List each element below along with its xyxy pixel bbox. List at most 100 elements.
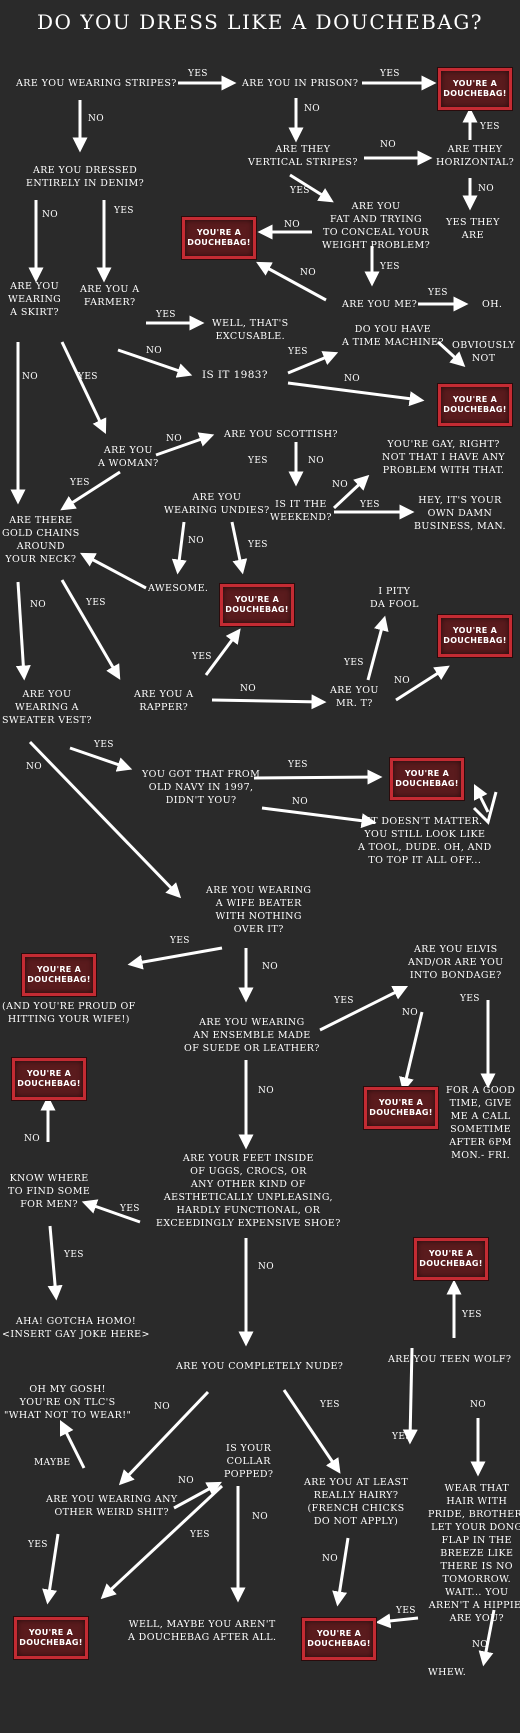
edge-label-no: NO bbox=[166, 434, 183, 444]
edge-label-no: NO bbox=[26, 762, 43, 772]
edge-label-no: NO bbox=[24, 1134, 41, 1144]
edge-label-yes: YES bbox=[428, 288, 448, 298]
douchebag-badge: YOU'RE A DOUCHEBAG! bbox=[414, 1238, 488, 1280]
edge-label-yes: YES bbox=[70, 478, 90, 488]
edge-label-yes: YES bbox=[392, 1432, 412, 1442]
edge-label-yes: YES bbox=[360, 500, 380, 510]
node-pride: WEAR THAT HAIR WITH PRIDE, BROTHER. LET … bbox=[428, 1483, 520, 1624]
edge-label-no: NO bbox=[30, 600, 47, 610]
node-uggs: ARE YOUR FEET INSIDE OF UGGS, CROCS, OR … bbox=[156, 1153, 341, 1229]
node-is-it-1983: IS IT 1983? bbox=[202, 369, 268, 381]
node-horizontal: ARE THEY HORIZONTAL? bbox=[436, 144, 515, 168]
edge-label-yes: YES bbox=[344, 658, 364, 668]
page-title: DO YOU DRESS LIKE A DOUCHEBAG? bbox=[36, 10, 484, 34]
edge-label-yes: YES bbox=[64, 1250, 84, 1260]
node-awesome: AWESOME. bbox=[148, 583, 209, 594]
edge-label-no: NO bbox=[284, 220, 301, 230]
edge-label-no: NO bbox=[146, 346, 163, 356]
node-wife-beater: ARE YOU WEARING A WIFE BEATER WITH NOTHI… bbox=[206, 885, 312, 935]
edge-label-no: NO bbox=[402, 1008, 419, 1018]
node-good-time: FOR A GOOD TIME, GIVE ME A CALL SOMETIME… bbox=[446, 1085, 516, 1161]
edge-label-yes: YES bbox=[380, 262, 400, 272]
node-old-navy: YOU GOT THAT FROM OLD NAVY IN 1997, DIDN… bbox=[142, 769, 261, 806]
edge-label-no: NO bbox=[472, 1640, 489, 1650]
edge-label-yes: YES bbox=[28, 1540, 48, 1550]
douchebag-badge: YOU'RE A DOUCHEBAG! bbox=[364, 1087, 438, 1129]
edge-label-yes: YES bbox=[320, 1400, 340, 1410]
edge-label-no: NO bbox=[332, 480, 349, 490]
edge-label-no: NO bbox=[292, 797, 309, 807]
node-you-me: ARE YOU ME? bbox=[342, 299, 418, 310]
node-scottish: ARE YOU SCOTTISH? bbox=[224, 429, 338, 440]
node-gold-chains: ARE THERE GOLD CHAINS AROUND YOUR NECK? bbox=[2, 515, 80, 565]
edge-label-yes: YES bbox=[94, 740, 114, 750]
edge-label-yes: YES bbox=[460, 994, 480, 1004]
edge-label-no: NO bbox=[258, 1086, 275, 1096]
node-doesnt-matter: IT DOESN'T MATTER. YOU STILL LOOK LIKE A… bbox=[358, 816, 492, 866]
node-time-machine: DO YOU HAVE A TIME MACHINE? bbox=[342, 324, 444, 348]
edge-label-yes: YES bbox=[380, 69, 400, 79]
edge-label-yes: YES bbox=[480, 122, 500, 132]
node-rapper: ARE YOU A RAPPER? bbox=[134, 689, 194, 713]
edge-label-yes: YES bbox=[248, 456, 268, 466]
node-woman: ARE YOU A WOMAN? bbox=[98, 445, 159, 469]
edge-label-no: NO bbox=[322, 1554, 339, 1564]
node-nude: ARE YOU COMPLETELY NUDE? bbox=[176, 1361, 344, 1372]
edge-label-no: NO bbox=[154, 1402, 171, 1412]
douchebag-badge: YOU'RE A DOUCHEBAG! bbox=[182, 217, 256, 259]
edge-label-yes: YES bbox=[190, 1530, 210, 1540]
node-fat: ARE YOU FAT AND TRYING TO CONCEAL YOUR W… bbox=[322, 201, 431, 251]
node-undies: ARE YOU WEARING UNDIES? bbox=[164, 492, 270, 516]
node-yes-they-are: YES THEY ARE bbox=[446, 217, 500, 241]
node-excusable: WELL, THAT'S EXCUSABLE. bbox=[212, 318, 289, 342]
node-whew: WHEW. bbox=[428, 1667, 467, 1678]
edge-label-no: NO bbox=[394, 676, 411, 686]
node-gay-right: YOU'RE GAY, RIGHT? NOT THAT I HAVE ANY P… bbox=[382, 439, 506, 476]
edge-label-no: NO bbox=[258, 1262, 275, 1272]
douchebag-badge: YOU'RE A DOUCHEBAG! bbox=[220, 584, 294, 626]
edge-label-no: NO bbox=[42, 210, 59, 220]
node-weekend: IS IT THE WEEKEND? bbox=[270, 499, 332, 523]
edge-label-yes: YES bbox=[86, 598, 106, 608]
node-sweater-vest: ARE YOU WEARING A SWEATER VEST? bbox=[2, 689, 92, 726]
node-tlc: OH MY GOSH! YOU'RE ON TLC'S "WHAT NOT TO… bbox=[4, 1384, 132, 1421]
edge-label-yes: YES bbox=[192, 652, 212, 662]
edge-label-no: NO bbox=[22, 372, 39, 382]
node-stripes: ARE YOU WEARING STRIPES? bbox=[16, 78, 177, 89]
edge-label-no: NO bbox=[300, 268, 317, 278]
edge-label-yes: YES bbox=[248, 540, 268, 550]
node-pity: I PITY DA FOOL bbox=[370, 586, 419, 610]
edge-label-no: NO bbox=[478, 184, 495, 194]
node-hairy: ARE YOU AT LEAST REALLY HAIRY? (FRENCH C… bbox=[304, 1477, 409, 1527]
edge-label-yes: YES bbox=[156, 310, 176, 320]
edge-label-yes: YES bbox=[114, 206, 134, 216]
edge-label-no: NO bbox=[240, 684, 257, 694]
node-weird: ARE YOU WEARING ANY OTHER WEIRD SHIT? bbox=[46, 1494, 178, 1518]
edge-label-maybe: MAYBE bbox=[34, 1458, 71, 1468]
node-mr-t: ARE YOU MR. T? bbox=[330, 685, 379, 709]
edge-label-yes: YES bbox=[288, 347, 308, 357]
edge-label-no: NO bbox=[188, 536, 205, 546]
edge-label-yes: YES bbox=[288, 760, 308, 770]
node-men: KNOW WHERE TO FIND SOME FOR MEN? bbox=[8, 1173, 91, 1210]
douchebag-badge: YOU'RE A DOUCHEBAG! bbox=[22, 954, 96, 996]
node-teen-wolf: ARE YOU TEEN WOLF? bbox=[388, 1354, 512, 1365]
node-denim: ARE YOU DRESSED ENTIRELY IN DENIM? bbox=[26, 165, 145, 189]
edge-label-no: NO bbox=[262, 962, 279, 972]
edge-label-yes: YES bbox=[78, 372, 98, 382]
node-own-business: HEY, IT'S YOUR OWN DAMN BUSINESS, MAN. bbox=[414, 495, 506, 532]
edge-label-no: NO bbox=[380, 140, 397, 150]
douchebag-badge: YOU'RE A DOUCHEBAG! bbox=[302, 1618, 376, 1660]
node-skirt: ARE YOU WEARING A SKIRT? bbox=[8, 281, 62, 318]
edge-label-no: NO bbox=[470, 1400, 487, 1410]
edge-label-yes: YES bbox=[290, 186, 310, 196]
node-proud: (AND YOU'RE PROUD OF HITTING YOUR WIFE!) bbox=[2, 1001, 136, 1025]
douchebag-badge: YOU'RE A DOUCHEBAG! bbox=[390, 758, 464, 800]
douchebag-badge: YOU'RE A DOUCHEBAG! bbox=[438, 384, 512, 426]
douchebag-badge: YOU'RE A DOUCHEBAG! bbox=[438, 615, 512, 657]
edge-label-yes: YES bbox=[188, 69, 208, 79]
node-prison: ARE YOU IN PRISON? bbox=[242, 78, 359, 89]
edge-label-no: NO bbox=[308, 456, 325, 466]
node-elvis: ARE YOU ELVIS AND/OR ARE YOU INTO BONDAG… bbox=[408, 944, 504, 981]
